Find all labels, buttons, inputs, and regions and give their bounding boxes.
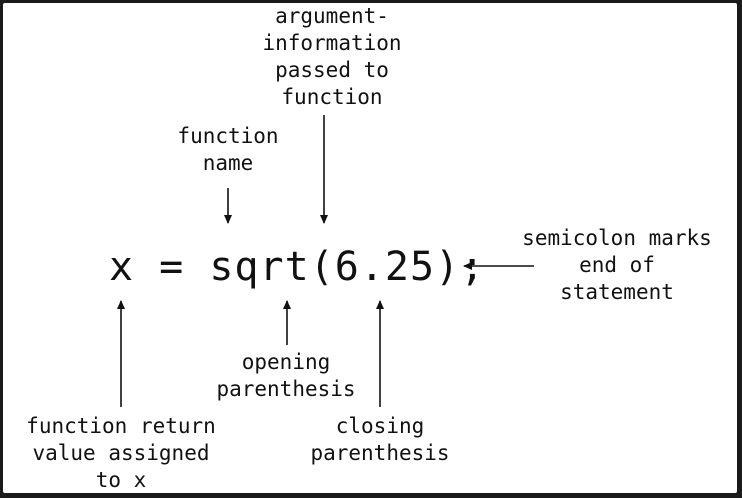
label-closing-parenthesis: closing parenthesis [310,413,449,467]
label-opening-line-2: parenthesis [216,377,356,401]
label-argument-line-3: passed to [275,58,389,82]
label-return-line-3: to x [95,468,147,492]
label-function-name-line-1: function [177,124,279,148]
label-function-name-line-2: name [202,151,254,175]
label-semicolon: semicolon marks end of statement [522,225,712,306]
label-semicolon-line-1: semicolon marks [522,226,712,250]
label-return-line-2: value assigned [32,441,210,465]
label-argument-line-1: argument- [275,4,389,28]
code-statement: x = sqrt(6.25); [109,244,486,290]
label-return-line-1: function return [26,414,216,438]
diagram-canvas: x = sqrt(6.25); argument- information pa… [3,3,737,493]
label-argument-line-2: information [262,31,402,55]
label-opening-parenthesis: opening parenthesis [216,349,355,403]
arrows-layer [117,115,534,407]
label-closing-line-2: parenthesis [310,441,450,465]
label-argument-line-4: function [281,85,383,109]
label-semicolon-line-2: end of [579,253,655,277]
label-semicolon-line-3: statement [560,280,674,304]
label-closing-line-1: closing [335,414,425,438]
label-opening-line-1: opening [241,350,331,374]
label-function-name: function name [177,123,278,177]
label-return-value: function return value assigned to x [26,413,216,493]
label-argument: argument- information passed to function [262,3,401,111]
